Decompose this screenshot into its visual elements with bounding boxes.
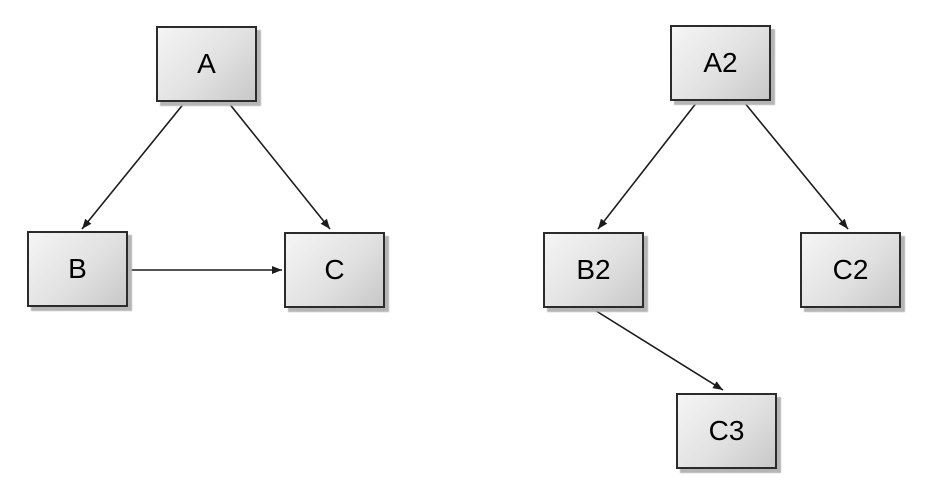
node-A-label: A <box>197 48 216 79</box>
node-C3[interactable]: C3 <box>676 393 777 469</box>
edge-A2-C2[interactable] <box>743 101 849 230</box>
edge-A-C[interactable] <box>227 101 331 230</box>
node-C3-label: C3 <box>708 415 745 446</box>
node-B2[interactable]: B2 <box>543 232 644 308</box>
edge-A2-B2[interactable] <box>597 101 698 230</box>
node-B[interactable]: B <box>27 231 128 307</box>
node-A2[interactable]: A2 <box>670 25 771 101</box>
node-C-label: C <box>324 254 345 285</box>
node-C[interactable]: C <box>284 232 385 308</box>
node-B-label: B <box>68 253 87 284</box>
node-C2[interactable]: C2 <box>800 232 901 308</box>
node-A2-label: A2 <box>703 47 738 78</box>
node-C2-label: C2 <box>832 254 869 285</box>
node-B2-label: B2 <box>576 254 611 285</box>
edges-group <box>81 101 849 391</box>
edge-B2-C3[interactable] <box>592 308 724 391</box>
node-A[interactable]: A <box>156 26 257 102</box>
edge-A-B[interactable] <box>81 101 186 230</box>
